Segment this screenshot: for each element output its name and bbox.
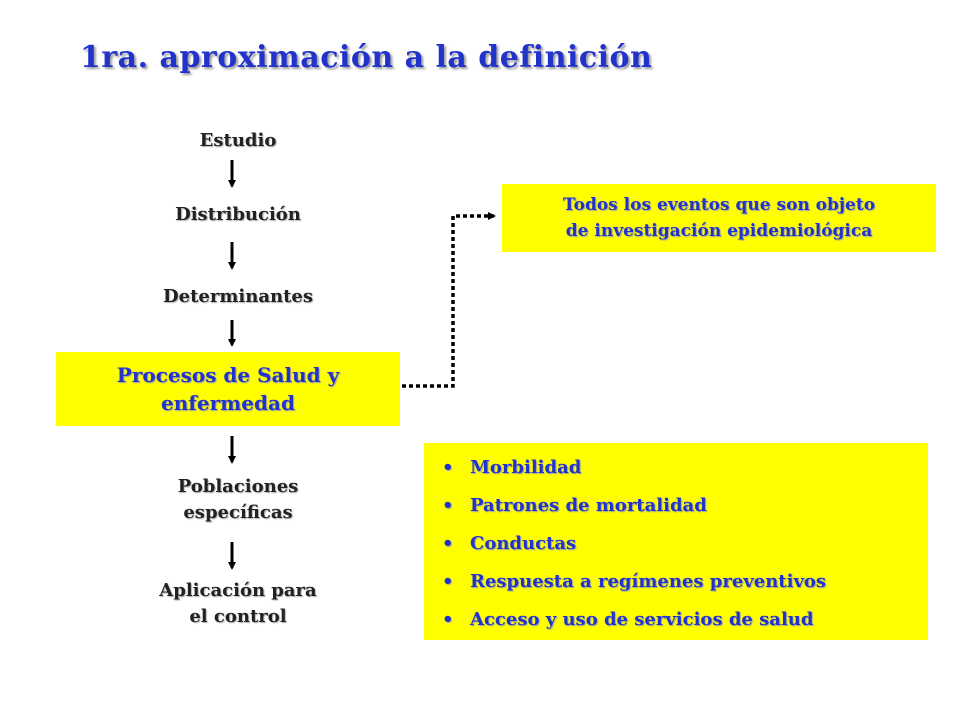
eventos-line1: Todos los eventos que son objeto [562, 195, 876, 215]
step-distribucion: Distribución [108, 202, 368, 228]
eventos-line2: de investigación epidemiológica [565, 221, 873, 241]
procesos-box: Procesos de Salud y enfermedad [56, 352, 400, 426]
poblaciones-line2: específicas [183, 502, 293, 523]
step-determinantes-label: Determinantes [163, 286, 313, 307]
bullet-icon: • [442, 533, 454, 554]
list-item: • Morbilidad [442, 455, 928, 493]
list-item: • Patrones de mortalidad [442, 493, 928, 531]
aplicacion-line2: el control [189, 606, 287, 627]
list-item: • Respuesta a regímenes preventivos [442, 569, 928, 607]
list-item-label: Conductas [470, 533, 577, 554]
poblaciones-line1: Poblaciones [177, 476, 299, 497]
page-title: 1ra. aproximación a la definición [80, 40, 653, 75]
list-item: • Acceso y uso de servicios de salud [442, 607, 928, 645]
step-determinantes: Determinantes [108, 284, 368, 310]
procesos-line1: Procesos de Salud y [116, 363, 340, 387]
bullet-icon: • [442, 571, 454, 592]
aplicacion-line1: Aplicación para [159, 580, 317, 601]
list-item: • Conductas [442, 531, 928, 569]
bullet-icon: • [442, 495, 454, 516]
list-item-label: Patrones de mortalidad [470, 495, 707, 516]
step-estudio: Estudio [108, 128, 368, 154]
eventos-box: Todos los eventos que son objeto de inve… [502, 184, 936, 252]
list-item-label: Respuesta a regímenes preventivos [470, 571, 827, 592]
bullet-icon: • [442, 609, 454, 630]
list-item-label: Acceso y uso de servicios de salud [470, 609, 814, 630]
step-aplicacion: Aplicación para el control [108, 578, 368, 630]
step-poblaciones: Poblaciones específicas [108, 474, 368, 526]
procesos-line2: enfermedad [161, 391, 295, 415]
aspects-list: • Morbilidad • Patrones de mortalidad • Con… [424, 443, 928, 645]
aspects-list-box: • Morbilidad • Patrones de mortalidad • Con… [424, 443, 928, 640]
bullet-icon: • [442, 457, 454, 478]
step-distribucion-label: Distribución [175, 204, 301, 225]
dotted-connector-to-eventos [402, 212, 496, 388]
step-estudio-label: Estudio [199, 130, 277, 151]
list-item-label: Morbilidad [470, 457, 582, 478]
